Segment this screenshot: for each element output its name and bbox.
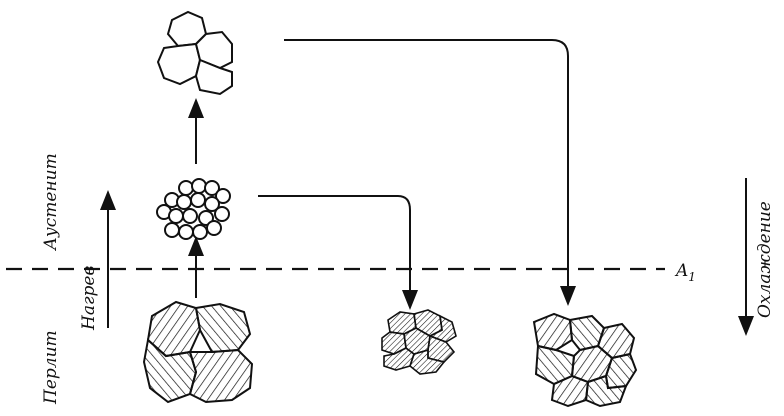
cooling-label: Охлаждение [755, 201, 775, 318]
coarse-pearlite-grains [142, 300, 254, 404]
fine-austenite-grains [156, 178, 231, 240]
a1-label: A1 [674, 261, 696, 284]
fine-austenite-cooling-path [258, 195, 418, 310]
heating-label: Нагрев [79, 266, 99, 331]
austenite-label: Аустенит [41, 153, 61, 251]
medium-pearlite-grains [532, 312, 638, 408]
coarse-austenite-cooling-path [284, 39, 576, 306]
coarse-austenite-grains [156, 10, 233, 96]
fine-pearlite-grains [381, 309, 457, 375]
pearlite-label: Перлит [41, 330, 61, 405]
